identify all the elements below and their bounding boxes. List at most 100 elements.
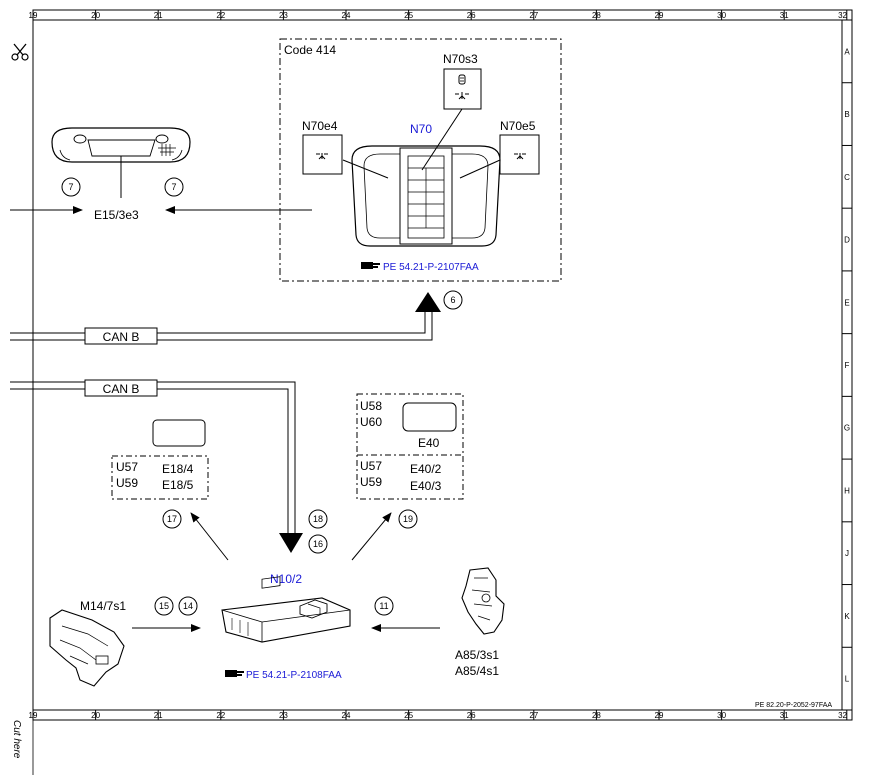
column-label-27: 27 — [529, 711, 538, 720]
column-label-32: 32 — [838, 711, 847, 720]
row-ticks: A B C D E F G H J K L — [842, 47, 852, 684]
circle-6-label: 6 — [450, 295, 455, 305]
switch-lamp-icon — [455, 74, 469, 100]
can-b-label-bottom: CAN B — [103, 382, 140, 396]
code-414-group: Code 414 N70e4 N70e5 N70s3 N70 — [279, 38, 562, 282]
column-ticks: 1919202021212222232324242525262627272828… — [29, 10, 848, 720]
doc-number: PE 82.20-P-2052-97FAA — [755, 702, 832, 709]
code-414-title: Code 414 — [284, 43, 336, 57]
column-label-23: 23 — [279, 711, 288, 720]
column-label-21: 21 — [154, 711, 163, 720]
e40-top-item: E40 — [418, 436, 440, 450]
e40-row2-item: E40/3 — [410, 479, 442, 493]
column-label-21: 21 — [154, 11, 163, 20]
column-label-28: 28 — [592, 11, 601, 20]
n70e4-label: N70e4 — [302, 119, 338, 133]
can-bus-lower: CAN B — [10, 379, 303, 553]
e18-row1-code: U57 — [116, 460, 138, 474]
column-label-30: 30 — [717, 711, 726, 720]
scissors-icon — [11, 43, 29, 61]
e40-row2-code: U59 — [360, 475, 382, 489]
column-label-25: 25 — [404, 711, 413, 720]
row-label-A: A — [844, 47, 850, 56]
circle-16 — [308, 534, 328, 554]
e18-row2-code: U59 — [116, 476, 138, 490]
row-label-B: B — [844, 110, 849, 119]
column-label-28: 28 — [592, 711, 601, 720]
n10-control-module — [221, 576, 351, 643]
circle-7-left-label: 7 — [68, 182, 73, 192]
row-label-F: F — [845, 361, 850, 370]
row-label-H: H — [844, 486, 850, 495]
column-label-24: 24 — [342, 11, 351, 20]
e40-row1-code: U57 — [360, 459, 382, 473]
circle-15-label: 15 — [159, 601, 169, 611]
column-label-32: 32 — [838, 11, 847, 20]
e40-top-code1: U58 — [360, 399, 382, 413]
column-label-27: 27 — [529, 11, 538, 20]
circle-11-label: 11 — [379, 601, 388, 611]
m14-door-lock-component — [49, 609, 125, 687]
a85-label1: A85/3s1 — [455, 648, 499, 662]
circle-15 — [154, 596, 174, 616]
column-label-30: 30 — [717, 11, 726, 20]
arrow-to-e18 — [190, 512, 229, 561]
e18-row2-item: E18/5 — [162, 478, 194, 492]
row-label-G: G — [844, 424, 850, 433]
column-label-25: 25 — [404, 11, 413, 20]
circle-6 — [443, 290, 463, 310]
overhead-control-panel — [351, 145, 501, 247]
column-label-22: 22 — [216, 711, 225, 720]
column-label-24: 24 — [342, 711, 351, 720]
circle-16-label: 16 — [313, 539, 323, 549]
circle-18-label: 18 — [313, 514, 323, 524]
m14-label: M14/7s1 — [80, 599, 126, 613]
n70s3-box — [443, 68, 482, 110]
circle-19-label: 19 — [403, 514, 413, 524]
row-label-C: C — [844, 173, 850, 182]
row-label-J: J — [845, 549, 849, 558]
e18-lamp-shape — [152, 419, 206, 447]
lamp-icon — [316, 153, 328, 160]
circle-14 — [178, 596, 198, 616]
column-label-20: 20 — [91, 711, 100, 720]
row-label-E: E — [844, 298, 849, 307]
n70e5-label: N70e5 — [500, 119, 536, 133]
a85-label2: A85/4s1 — [455, 664, 499, 678]
circle-17-label: 17 — [167, 514, 177, 524]
ref-2108: PE 54.21-P-2108FAA — [246, 670, 342, 681]
column-label-26: 26 — [467, 711, 476, 720]
column-label-26: 26 — [467, 11, 476, 20]
e40-top-code2: U60 — [360, 415, 382, 429]
e18-row1-item: E18/4 — [162, 462, 194, 476]
circle-14-label: 14 — [183, 601, 193, 611]
e40-lamp-shape — [402, 402, 457, 432]
column-label-29: 29 — [655, 11, 664, 20]
row-label-L: L — [845, 675, 850, 684]
n70s3-label: N70s3 — [443, 52, 478, 66]
row-label-D: D — [844, 236, 850, 245]
column-label-31: 31 — [780, 11, 789, 20]
e15-label: E15/3e3 — [94, 208, 139, 222]
n70-label: N70 — [410, 122, 432, 136]
circle-11 — [374, 596, 394, 616]
e40-row1-item: E40/2 — [410, 462, 442, 476]
circle-19 — [398, 509, 418, 529]
column-label-29: 29 — [655, 711, 664, 720]
can-b-label-top: CAN B — [103, 330, 140, 344]
reference-hand-icon — [361, 262, 380, 269]
e15-interior-lamp — [51, 127, 191, 198]
a85-door-latch-component — [461, 567, 505, 635]
cut-here-label: Cut here — [11, 720, 22, 759]
circle-7-right — [164, 177, 184, 197]
circle-18 — [308, 509, 328, 529]
column-label-22: 22 — [216, 11, 225, 20]
group-e18: U57 U59 E18/4 E18/5 — [111, 419, 209, 500]
row-label-K: K — [844, 612, 850, 621]
reference-hand-icon — [225, 670, 244, 677]
circle-17 — [162, 509, 182, 529]
group-e40: U58 U60 E40 U57 U59 E40/2 E40/3 — [356, 393, 464, 500]
can-bus-upper: CAN B — [10, 292, 441, 345]
n10-label: N10/2 — [270, 572, 302, 586]
